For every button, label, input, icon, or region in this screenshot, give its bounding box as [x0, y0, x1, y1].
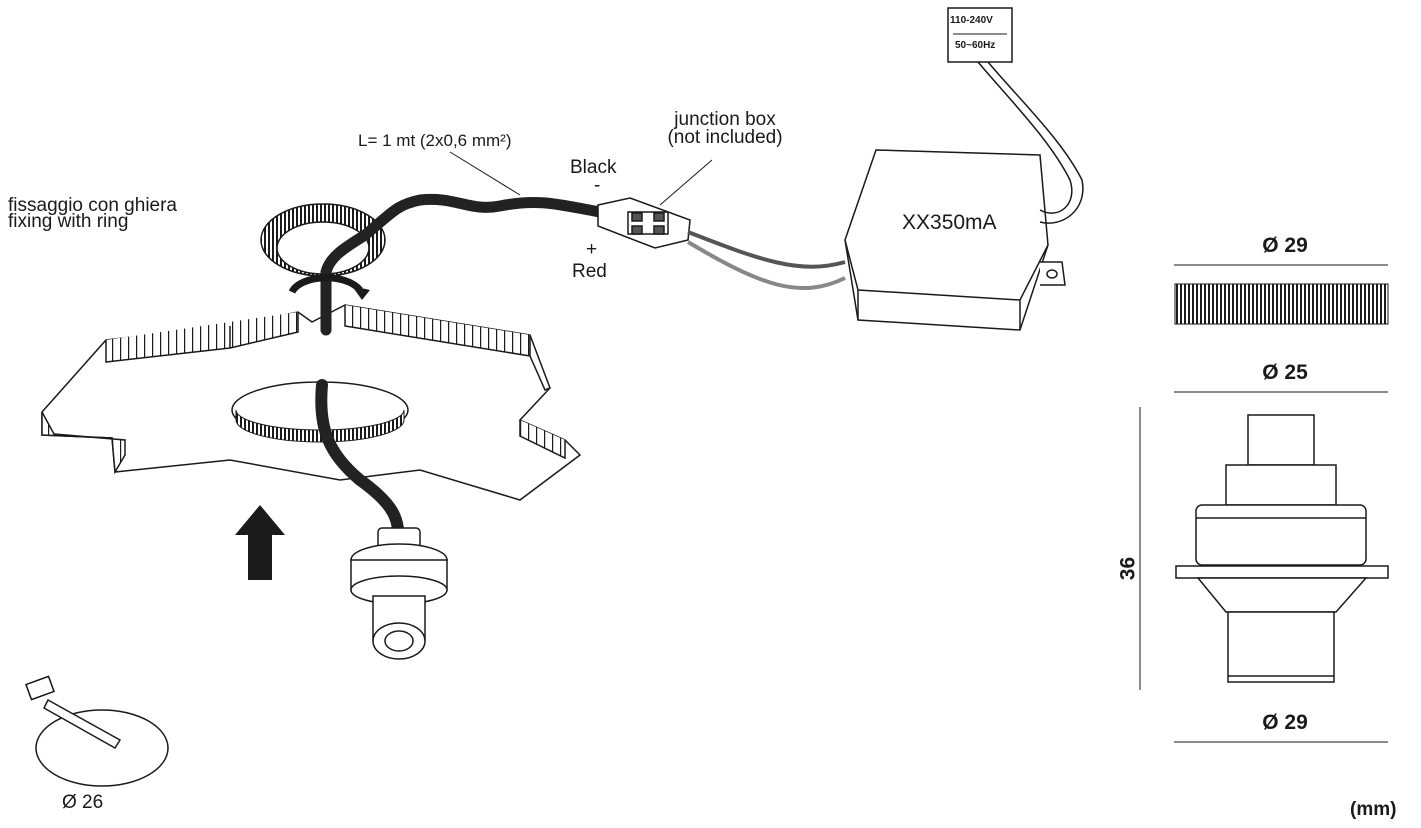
black-wire-label: Black — [570, 157, 617, 178]
junction-box-label-line2: (not included) — [667, 127, 783, 148]
ring-diameter-label: Ø 29 — [1262, 234, 1308, 257]
hole-template — [25, 675, 169, 787]
up-arrow-icon — [235, 505, 285, 580]
ring-profile — [1174, 283, 1389, 325]
junction-box — [597, 197, 691, 249]
hole-diameter-label: Ø 26 — [62, 792, 104, 813]
mains-cable — [977, 61, 1073, 214]
junction-box-leader — [659, 159, 713, 206]
lamp-holder — [350, 527, 448, 660]
plus-label: + — [586, 239, 598, 260]
led-driver — [844, 149, 1066, 331]
rotation-arrow-icon — [288, 274, 370, 300]
unit-label: (mm) — [1350, 799, 1397, 820]
driver-label: XX350mA — [902, 211, 997, 234]
main-cable — [320, 193, 606, 336]
voltage-box — [947, 7, 1013, 63]
voltage-label: 110-240V — [950, 15, 993, 26]
frequency-label: 50~60Hz — [955, 40, 996, 51]
red-wire — [686, 240, 846, 291]
lamp-holder-profile — [1175, 414, 1389, 683]
fixing-label-it: fissaggio con ghiera — [8, 195, 177, 216]
red-wire-label: Red — [572, 261, 607, 282]
junction-box-label-line1: junction box — [674, 109, 776, 130]
fixing-ring — [260, 203, 386, 277]
cable-spec-leader — [449, 151, 521, 196]
mains-cable — [987, 61, 1084, 224]
cable-spec-label: L= 1 mt (2x0,6 mm²) — [358, 131, 512, 150]
lamp-cable — [315, 379, 405, 551]
minus-label: - — [594, 175, 601, 196]
fixing-label-en: fixing with ring — [8, 211, 129, 232]
black-wire — [687, 230, 846, 269]
height-label: 36 — [1116, 556, 1140, 581]
bottom-diameter-label: Ø 29 — [1262, 711, 1308, 734]
top-diameter-label: Ø 25 — [1262, 361, 1308, 384]
